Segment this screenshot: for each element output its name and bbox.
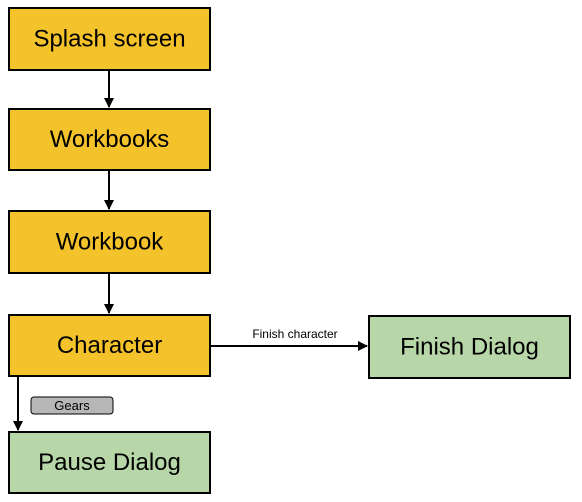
node-pause-dialog: Pause Dialog	[8, 431, 211, 494]
node-splash-screen-box	[8, 7, 211, 71]
node-pause-dialog-label: Pause Dialog	[38, 449, 181, 476]
node-splash-screen-label: Splash screen	[33, 26, 185, 53]
edge-tag-gears-box	[30, 396, 114, 415]
node-character: Character	[8, 314, 211, 377]
node-workbooks-label: Workbooks	[50, 126, 170, 153]
node-workbooks: Workbooks	[8, 108, 211, 171]
edge-tag-gears-label: Gears	[54, 398, 90, 413]
node-workbooks-box	[8, 108, 211, 171]
node-character-label: Character	[57, 332, 162, 359]
node-splash-screen: Splash screen	[8, 7, 211, 71]
node-workbook: Workbook	[8, 210, 211, 274]
node-finish-dialog-label: Finish Dialog	[400, 334, 539, 361]
node-finish-dialog: Finish Dialog	[368, 315, 571, 379]
node-finish-dialog-box	[368, 315, 571, 379]
edge-tag-gears: Gears	[30, 396, 114, 415]
edge-label-finish-character: Finish character	[252, 327, 337, 341]
node-pause-dialog-box	[8, 431, 211, 494]
node-workbook-label: Workbook	[56, 229, 165, 256]
node-workbook-box	[8, 210, 211, 274]
